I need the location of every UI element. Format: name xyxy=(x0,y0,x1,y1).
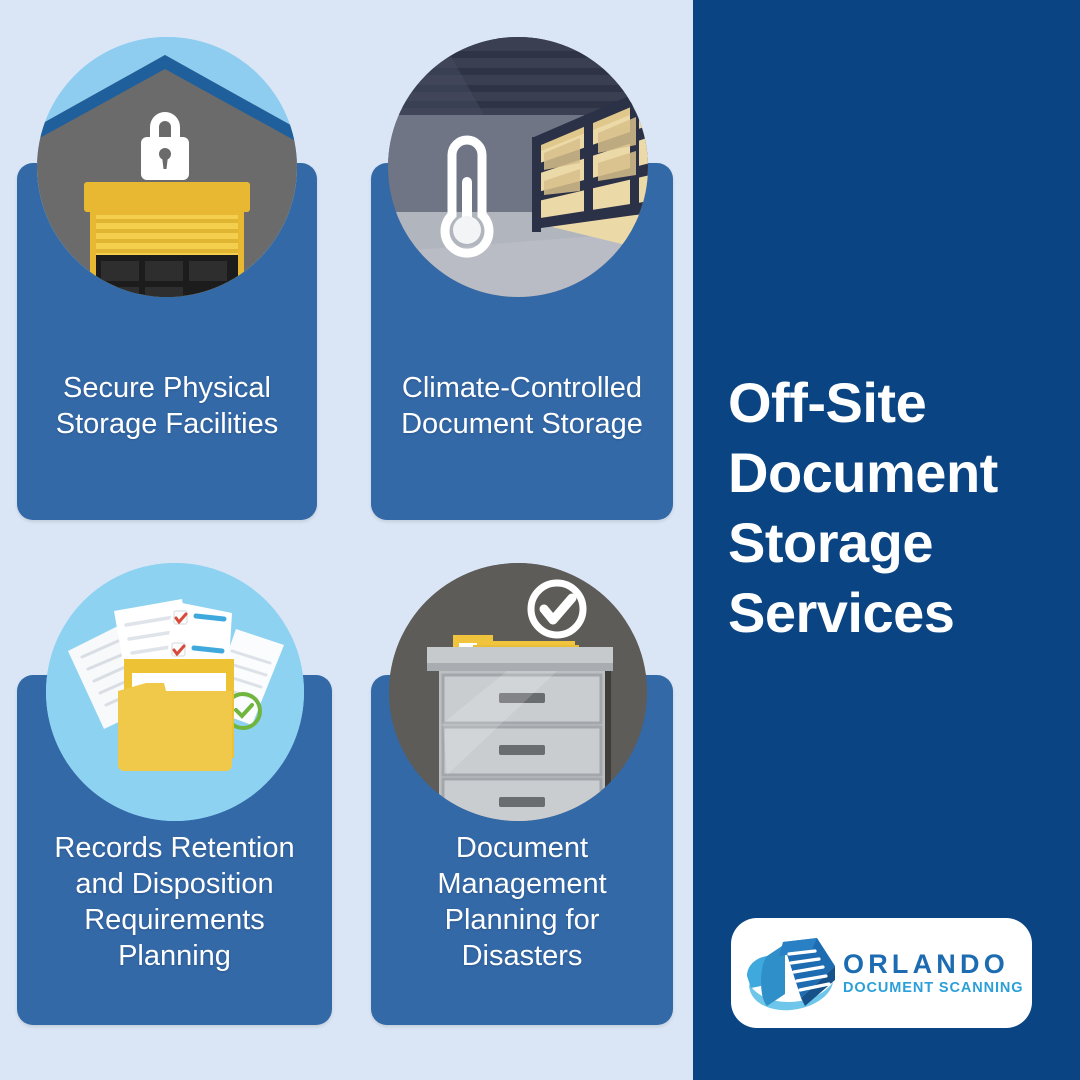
page-title: Off-Site Document Storage Services xyxy=(728,368,1068,648)
card-label-line: Disasters xyxy=(461,940,583,972)
card-label-line: and Disposition xyxy=(75,868,274,900)
headline-panel xyxy=(693,0,1080,1080)
logo-text-block: ORLANDO DOCUMENT SCANNING xyxy=(843,949,1023,997)
logo-subtitle: DOCUMENT SCANNING xyxy=(843,980,1024,996)
brand-logo[interactable]: ORLANDO DOCUMENT SCANNING xyxy=(731,918,1032,1028)
card-label-disaster-planning: Document Management Planning for Disaste… xyxy=(371,830,673,974)
card-label-line: Storage Facilities xyxy=(55,408,279,440)
orlando-document-swoosh-icon xyxy=(745,932,841,1014)
folder-documents-checklist-icon xyxy=(46,563,304,821)
card-label-secure-physical-storage: Secure Physical Storage Facilities xyxy=(17,370,317,442)
card-label-line: Planning xyxy=(118,940,231,972)
card-label-line: Document Storage xyxy=(401,408,643,440)
card-label-climate-controlled-storage: Climate-Controlled Document Storage xyxy=(371,370,673,442)
page-title-line-1: Off-Site xyxy=(728,371,927,434)
filing-cabinet-check-icon xyxy=(389,563,647,821)
page-title-line-4: Services xyxy=(728,581,955,644)
warehouse-padlock-icon xyxy=(37,37,297,297)
card-label-line: Climate-Controlled xyxy=(401,372,643,404)
warehouse-thermometer-icon xyxy=(388,37,648,297)
card-label-line: Management xyxy=(437,868,607,900)
card-label-line: Planning for xyxy=(444,904,600,936)
logo-name: ORLANDO xyxy=(843,949,1009,979)
card-label-line: Secure Physical xyxy=(63,372,271,404)
card-label-line: Records Retention xyxy=(54,832,295,864)
card-label-records-retention: Records Retention and Disposition Requir… xyxy=(17,830,332,974)
card-label-line: Document xyxy=(455,832,589,864)
page-title-line-2: Document xyxy=(728,441,998,504)
page-title-line-3: Storage xyxy=(728,511,934,574)
card-label-line: Requirements xyxy=(84,904,265,936)
